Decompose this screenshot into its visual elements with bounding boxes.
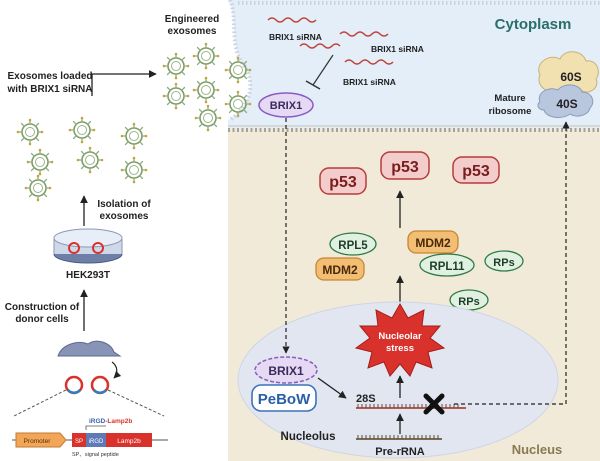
inhibition-line <box>312 54 334 86</box>
loaded-label-2: with BRIX1 siRNA <box>6 84 92 95</box>
mdm2-left: MDM2 <box>315 257 365 281</box>
rpl5-label: RPL5 <box>338 240 368 252</box>
brix1-nucleolus <box>254 356 318 384</box>
mdm2-right: MDM2 <box>407 230 459 254</box>
starburst-icon <box>354 302 446 377</box>
ribosome-icon <box>537 51 599 118</box>
mdm2-left-label: MDM2 <box>322 263 358 277</box>
engineered-label-1: Engineered <box>165 14 219 25</box>
arrow-to-28s <box>317 377 347 399</box>
brix1-cytoplasm-label: BRIX1 <box>270 100 302 112</box>
cytoplasm-title: Cytoplasm <box>495 16 572 33</box>
cross-icon <box>423 393 445 415</box>
donor-cell-icon <box>57 340 122 357</box>
cell-membrane <box>228 0 253 122</box>
rpl11-oval: RPL11 <box>419 253 475 277</box>
pebow-box <box>251 384 317 412</box>
sp-label: SP <box>75 439 83 445</box>
ribosome-label: ribosome <box>489 106 532 117</box>
fusion-irgd-label: iRGD- <box>89 418 107 425</box>
loading-arrow <box>91 70 157 96</box>
rrna-28s-label: 28S <box>356 393 376 405</box>
isolation-label-2: exosomes <box>100 211 149 222</box>
pre-rrna-strand <box>356 435 442 440</box>
brix1-nucleolus-label: BRIX1 <box>268 364 304 378</box>
rpl5-oval: RPL5 <box>329 232 377 256</box>
plasmid-icon <box>64 375 110 395</box>
p53-box-2: p53 <box>380 151 430 180</box>
pre-rrna-label: Pre-rRNA <box>375 446 425 458</box>
ribosome-40s: 40S <box>556 97 577 111</box>
construction-label-2: donor cells <box>15 314 69 325</box>
pebow-label: PeBoW <box>258 391 311 408</box>
rps-bottom-label: RPs <box>458 296 479 308</box>
rps-top-label: RPs <box>493 257 514 269</box>
p53-box-1: p53 <box>319 167 367 195</box>
petri-dish-icon <box>53 228 123 264</box>
sirna-squiggles <box>267 17 394 65</box>
p53-label-2: p53 <box>391 159 419 176</box>
promoter-label: Promoter <box>24 438 52 445</box>
sirna-label-3: BRIX1 siRNA <box>343 77 396 87</box>
stress-label-2: stress <box>386 343 414 354</box>
mature-label: Mature <box>494 93 525 104</box>
svg-text:iRGD-Lamp2b: iRGD-Lamp2b <box>89 418 132 425</box>
mdm2-right-label: MDM2 <box>415 236 451 250</box>
brix1-cytoplasm <box>258 92 314 118</box>
nucleolus-label: Nucleolus <box>281 431 336 443</box>
isolation-label-1: Isolation of <box>97 199 151 210</box>
p53-label-3: p53 <box>462 163 490 180</box>
loaded-label-1: Exosomes loaded <box>7 71 92 82</box>
signal-note: SP、signal peptide <box>72 452 119 458</box>
construction-label-1: Construction of <box>5 302 80 313</box>
ribosome-export-arrow <box>454 121 570 405</box>
cell-line-label: HEK293T <box>66 270 110 281</box>
lamp2b-box-label: Lamp2b <box>117 438 141 445</box>
p53-box-3: p53 <box>452 156 500 184</box>
rps-bottom: RPs <box>449 289 489 311</box>
nucleus-title: Nucleus <box>512 442 563 457</box>
rpl11-label: RPL11 <box>429 261 465 273</box>
p53-label-1: p53 <box>329 174 357 191</box>
sirna-label-1: BRIX1 siRNA <box>269 32 322 42</box>
stress-label-1: Nucleolar <box>378 331 422 342</box>
ribosome-60s: 60S <box>560 70 581 84</box>
irgd-box-label: iRGD <box>89 439 104 445</box>
fusion-lamp2b-label: Lamp2b <box>107 418 132 425</box>
plasmid-construct: Promoter SP iRGD Lamp2b iRGD-Lamp2b SP、s… <box>12 418 168 458</box>
isolated-exosomes <box>15 115 149 203</box>
sirna-label-2: BRIX1 siRNA <box>371 44 424 54</box>
engineered-label-2: exosomes <box>168 26 217 37</box>
rps-top: RPs <box>484 250 524 272</box>
